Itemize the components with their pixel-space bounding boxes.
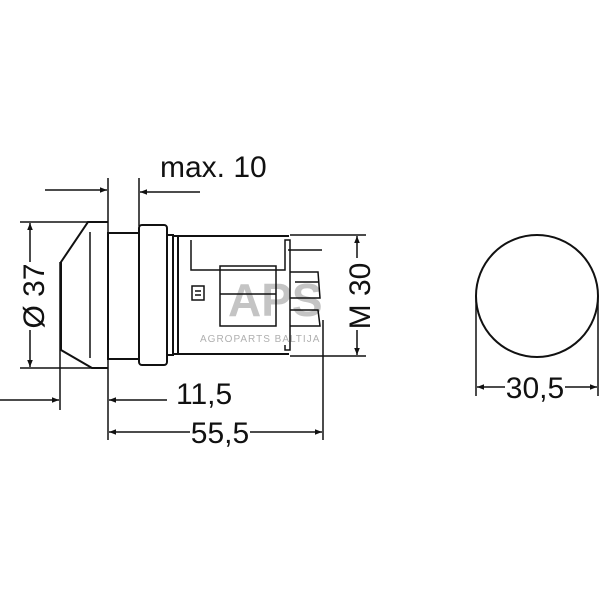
marking-symbol: [191, 285, 205, 301]
dim-thread-m30: M 30: [344, 263, 377, 330]
cutout-circle: [475, 234, 599, 358]
dim-diameter-37: Ø 37: [18, 263, 51, 328]
terminals: [288, 249, 322, 327]
dimensions: max. 10 Ø 37 M 30 11,5 55,5: [0, 151, 377, 450]
watermark-text: AGROPARTS BALTIJA: [200, 334, 320, 345]
dim-55-5: 55,5: [191, 417, 249, 450]
housing: [173, 235, 289, 355]
knob-cap: [60, 221, 108, 369]
terminal-block: [219, 265, 277, 327]
mounting-flange: [138, 224, 168, 366]
dim-max-10: max. 10: [160, 151, 267, 184]
housing-detail: [190, 239, 291, 351]
panel-cutout-view: 30,5: [475, 234, 599, 405]
dim-11-5: 11,5: [176, 378, 232, 411]
housing-lip: [166, 234, 174, 356]
switch-body: [107, 232, 140, 360]
dim-30-5: 30,5: [506, 372, 564, 405]
